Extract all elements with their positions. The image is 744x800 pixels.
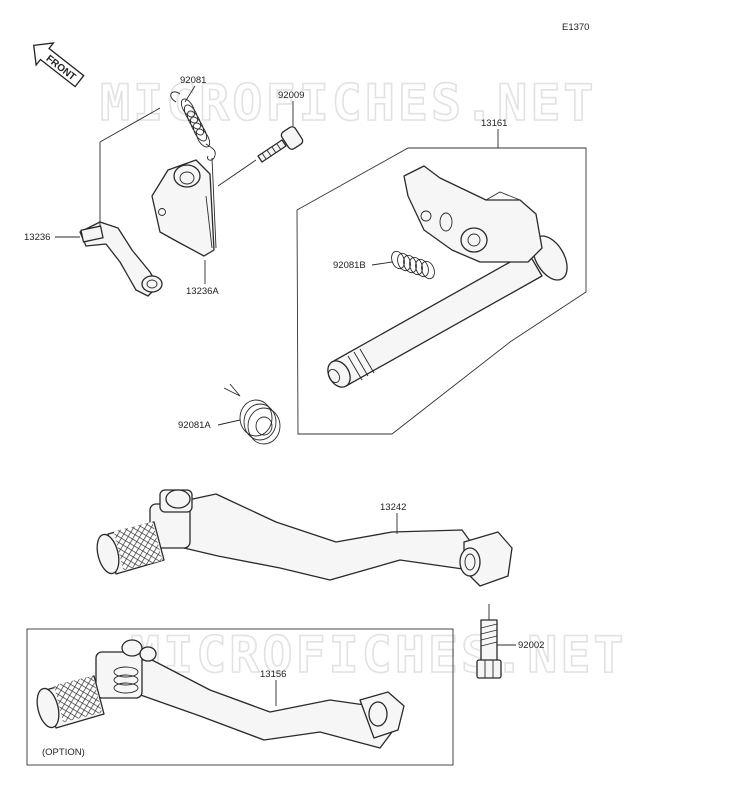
torsion-spring-92081a (223, 383, 281, 445)
watermark-bottom: MICROFICHES.NET (130, 626, 627, 684)
label-92081a: 92081A (178, 420, 211, 431)
bolt-92009 (257, 126, 304, 163)
watermark-top: MICROFICHES.NET (100, 74, 597, 132)
label-13161: 13161 (481, 118, 507, 129)
label-92081: 92081 (180, 75, 206, 86)
option-frame (26, 628, 454, 766)
label-92081b: 92081B (333, 260, 366, 271)
front-arrow-icon: FRONT (32, 42, 85, 88)
shift-pedal-13242 (96, 489, 513, 587)
label-13156: 13156 (260, 669, 286, 680)
pedal-spring-icon (113, 666, 139, 694)
diagram-code: E1370 (562, 22, 589, 33)
label-92009: 92009 (278, 90, 304, 101)
shift-pedal-13156 (36, 639, 405, 749)
assembly-frame-13161 (296, 147, 587, 435)
bolt-92002 (476, 619, 502, 679)
shift-shaft-13161 (327, 165, 568, 388)
label-92002: 92002 (518, 640, 544, 651)
label-13236a: 13236A (186, 286, 219, 297)
spring-92081b (391, 250, 435, 280)
label-13242: 13242 (380, 502, 406, 513)
label-13236: 13236 (24, 232, 50, 243)
plate-13236a (151, 159, 215, 257)
option-label: (OPTION) (42, 747, 85, 758)
spring-92081 (170, 91, 216, 161)
shift-arm-13236 (79, 221, 163, 297)
